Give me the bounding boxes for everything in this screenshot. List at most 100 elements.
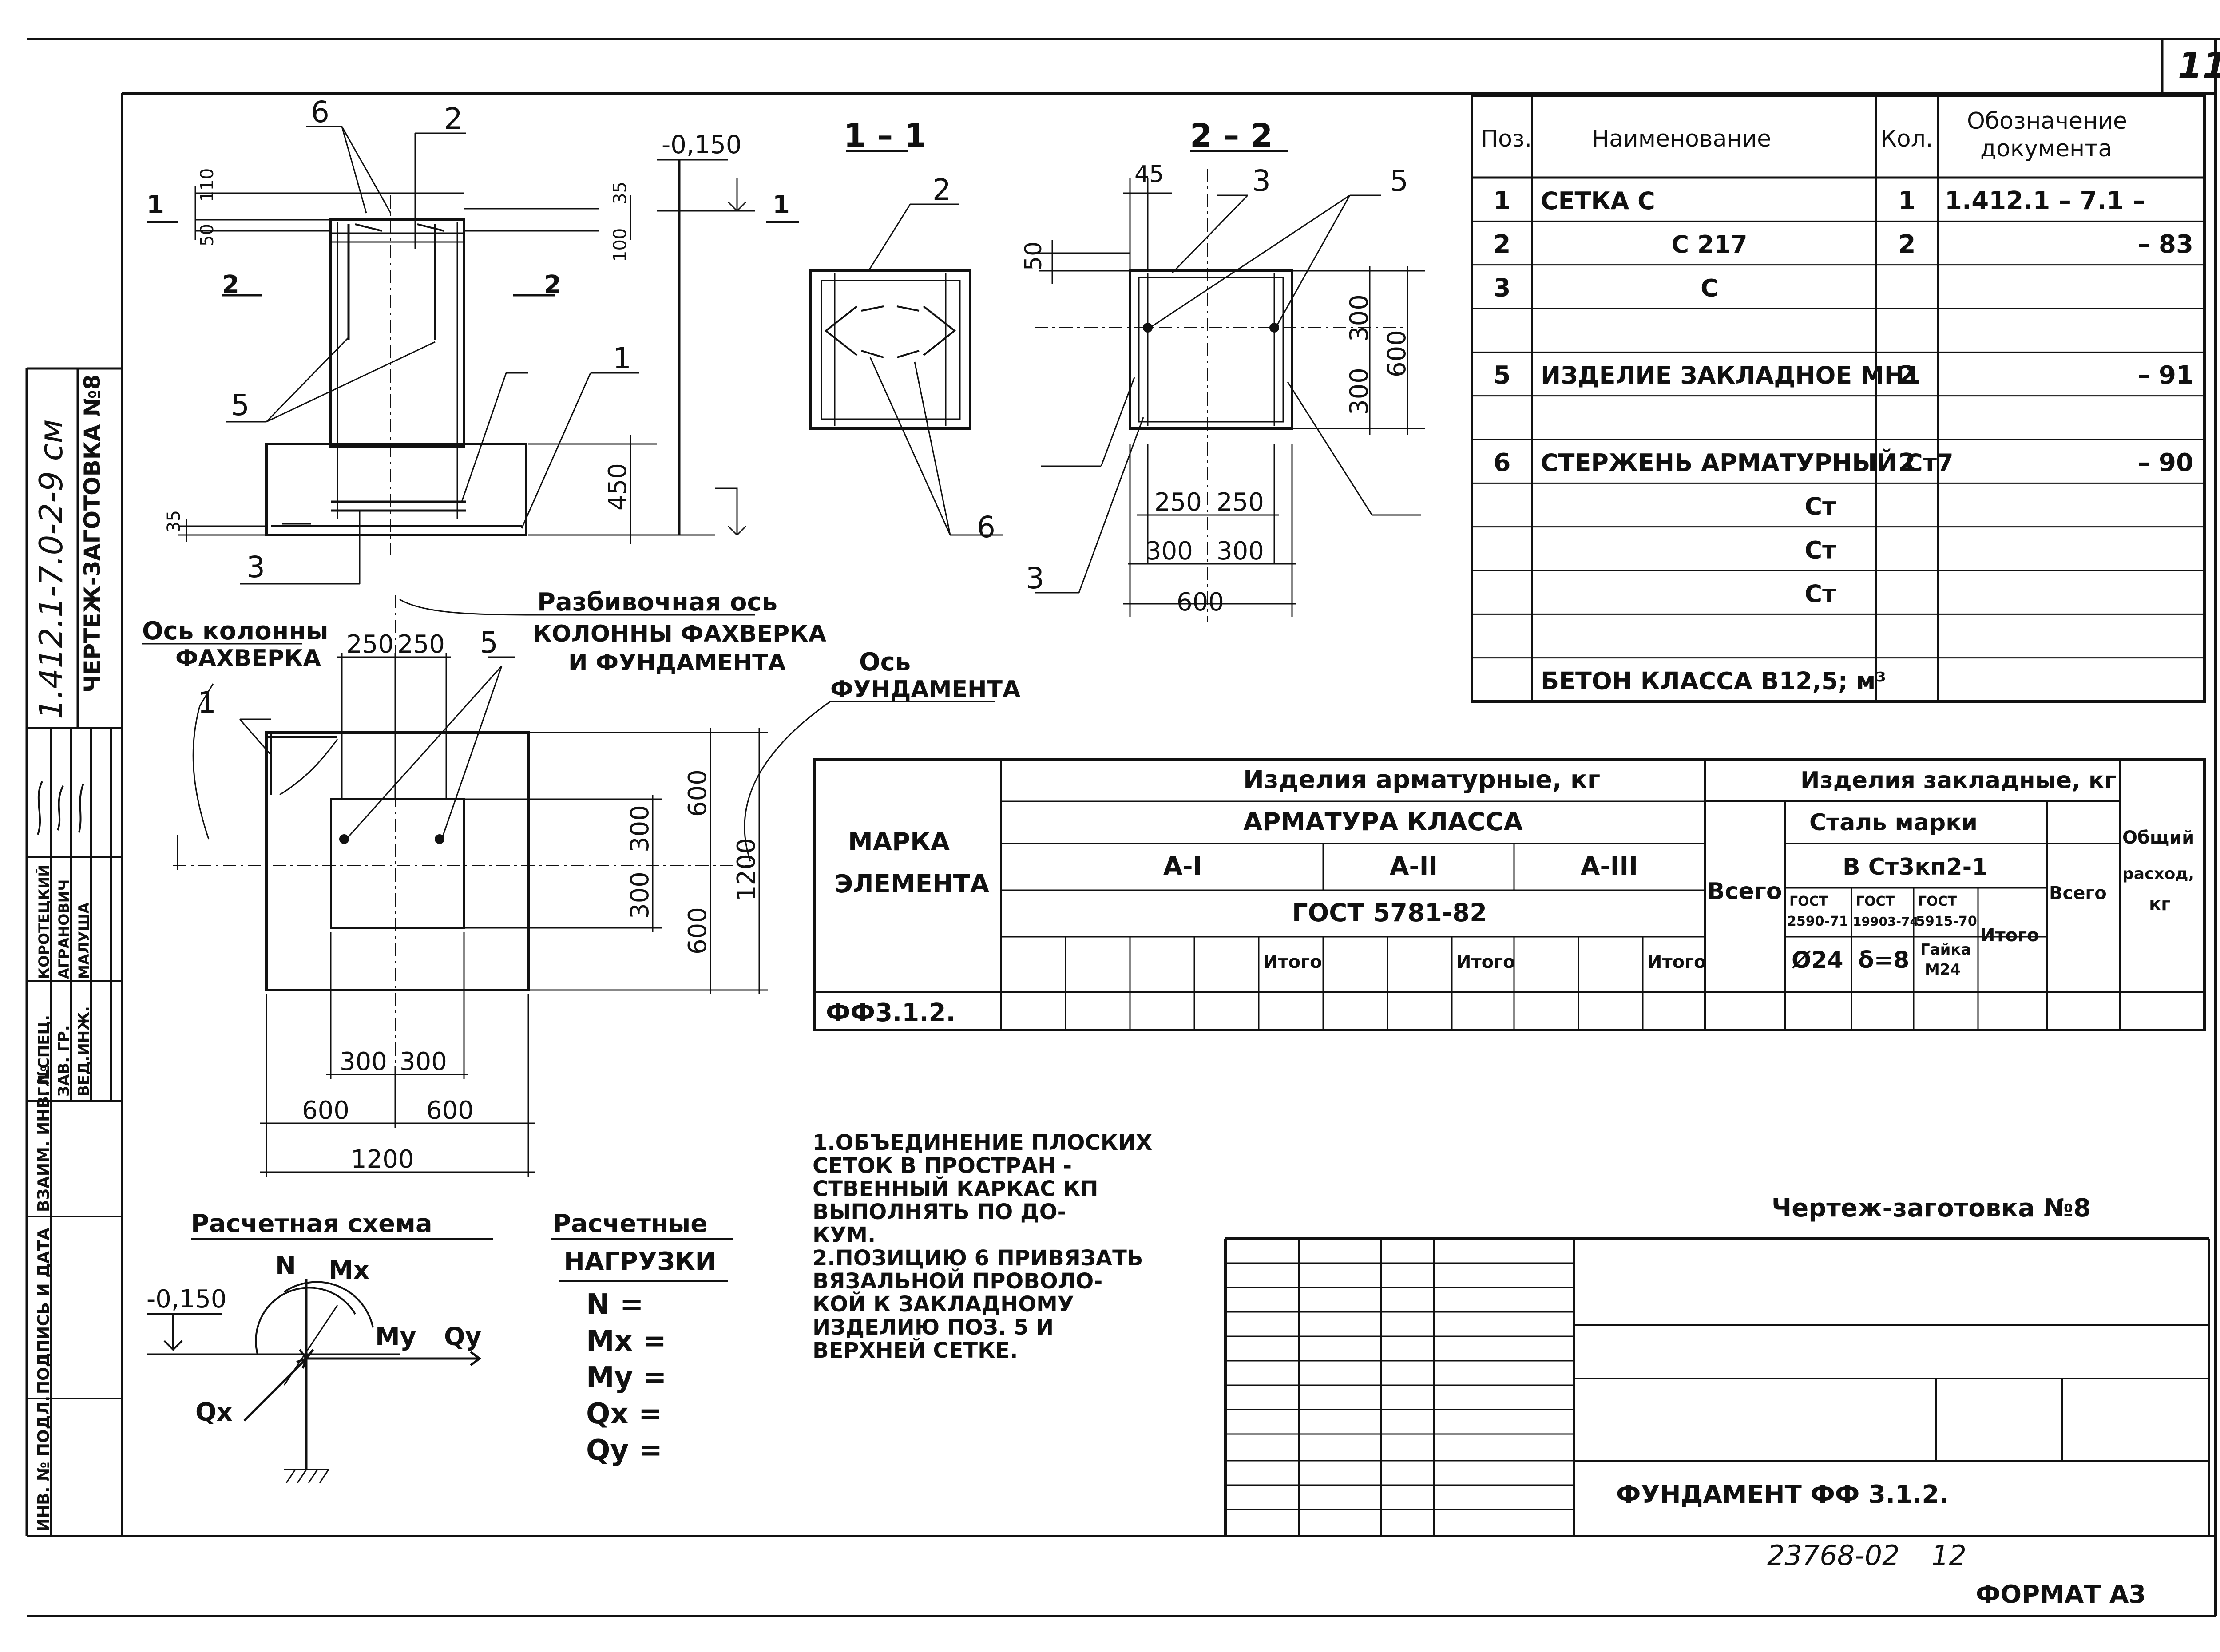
field-inventory-original: ИНВ. № ПОДЛ. xyxy=(35,1396,53,1532)
sec22-pos3-bottom: 3 xyxy=(1026,561,1044,595)
name-korotetsky: КОРОТЕЦКИЙ xyxy=(36,865,52,979)
section-1-1 xyxy=(809,150,1003,536)
role-lead: ВЕД.ИНЖ. xyxy=(75,1006,93,1097)
elev-pos3: 3 xyxy=(246,550,265,584)
load-item: Qy = xyxy=(586,1434,662,1467)
role-group: ЗАВ. ГР. xyxy=(55,1025,73,1097)
plan-dim-250-right: 250 xyxy=(397,630,445,659)
field-mutual-inventory: ВЗАИМ. ИНВ. № xyxy=(35,1066,53,1212)
elev-dim-35-bottom: 35 xyxy=(164,510,184,533)
spec-cell: С xyxy=(1701,274,1718,302)
elev-pos5: 5 xyxy=(231,388,250,422)
spec-cell: – 91 xyxy=(2138,361,2193,390)
steel-class-header: АРМАТУРА КЛАССА xyxy=(1243,808,1523,836)
plan-dim-300-left: 300 xyxy=(340,1047,387,1076)
scheme-level: -0,150 xyxy=(147,1285,227,1314)
field-signature-date: ПОДПИСЬ И ДАТА xyxy=(35,1228,53,1394)
left-margin-stamps xyxy=(25,367,122,1536)
plan-dim-1200-h: 1200 xyxy=(351,1145,414,1174)
elev-pos6: 6 xyxy=(311,95,329,129)
spec-header-doc-l1: Обозначение xyxy=(1967,108,2127,135)
spec-header-name: Наименование xyxy=(1592,126,1771,152)
spec-cell: СЕТКА С xyxy=(1541,187,1655,215)
format-label: ФОРМАТ А3 xyxy=(1976,1580,2146,1609)
sec22-dim-45: 45 xyxy=(1134,161,1164,188)
load-item: Qx = xyxy=(586,1398,662,1430)
note-line: ВЫПОЛНЯТЬ ПО ДО- xyxy=(813,1200,1066,1224)
steel-rebar-total: Всего xyxy=(1707,878,1782,905)
drawing-title: Чертеж-заготовка №8 xyxy=(1772,1194,2091,1223)
spec-table xyxy=(1471,94,2206,703)
name-malusha: МАЛУША xyxy=(75,903,92,979)
scheme-title: Расчетная схема xyxy=(191,1209,432,1238)
spec-cell: 2 xyxy=(1899,230,1916,259)
element-title: ФУНДАМЕНТ ФФ 3.1.2. xyxy=(1616,1480,1949,1509)
spec-cell: 1 xyxy=(1899,186,1916,215)
steel-subtotal-a1: Итого xyxy=(1263,952,1322,972)
plan-dim-300-top: 300 xyxy=(626,805,654,852)
steel-grade-header: Сталь марки xyxy=(1809,809,1978,836)
steel-gost-2590-l2: 2590-71 xyxy=(1787,914,1848,929)
sec22-dim-300-top: 300 xyxy=(1345,294,1374,342)
plan-dim-300-right: 300 xyxy=(400,1047,447,1076)
sec22-title: 2 – 2 xyxy=(1190,117,1273,154)
plan-dim-250-left: 250 xyxy=(346,630,394,659)
spec-cell: С 217 xyxy=(1671,230,1747,258)
note-line: СТВЕННЫЙ КАРКАС КП xyxy=(813,1176,1098,1201)
elev-cut1-right: 1 xyxy=(773,190,790,219)
plan-layout-axis-l1: Разбивочная ось xyxy=(537,588,777,617)
steel-size-nut-l2: М24 xyxy=(1925,961,1961,979)
plan-dim-1200-v: 1200 xyxy=(732,838,761,901)
elev-cut2-left: 2 xyxy=(222,270,239,299)
spec-cell: 3 xyxy=(1494,273,1511,302)
loads-title-l1: Расчетные xyxy=(553,1209,707,1238)
note-line: ВЯЗАЛЬНОЙ ПРОВОЛО- xyxy=(813,1268,1102,1294)
spec-header-qty: Кол. xyxy=(1880,126,1933,152)
spec-cell: 2 xyxy=(1899,448,1916,477)
steel-general-l2: расход, xyxy=(2122,865,2194,883)
scheme-My: My xyxy=(375,1323,416,1351)
steel-table xyxy=(813,758,2206,1031)
inventory-code: 23768-02 xyxy=(1767,1539,1900,1572)
spec-cell: – 90 xyxy=(2138,448,2193,477)
sec11-pos2: 2 xyxy=(932,173,951,207)
note-line: 1.ОБЪЕДИНЕНИЕ ПЛОСКИХ xyxy=(813,1130,1152,1155)
steel-general-l3: кг xyxy=(2149,894,2170,915)
spec-cell: Ст xyxy=(1805,536,1837,564)
steel-mark-l1: МАРКА xyxy=(848,828,950,856)
elev-dim-110: 110 xyxy=(197,168,218,202)
title-block xyxy=(1224,1237,2210,1536)
loads-title-l2: НАГРУЗКИ xyxy=(564,1247,716,1276)
scheme-Qx: Qx xyxy=(195,1398,233,1427)
spec-cell: БЕТОН КЛАССА В12,5; м³ xyxy=(1541,667,1886,695)
plan-pos1: 1 xyxy=(198,685,216,720)
spec-cell: – 83 xyxy=(2138,230,2193,259)
elev-cut1-left: 1 xyxy=(147,190,164,219)
steel-gost-19903-l1: ГОСТ xyxy=(1856,894,1895,909)
sec22-dim-300-left: 300 xyxy=(1146,537,1193,566)
spec-header-doc-l2: документа xyxy=(1980,135,2112,162)
steel-size-nut-l1: Гайка xyxy=(1920,941,1971,959)
sec22-dim-250-left: 250 xyxy=(1154,488,1202,517)
page-number: 11 xyxy=(2178,45,2220,86)
loads xyxy=(551,1238,733,1282)
steel-gost-2590-l1: ГОСТ xyxy=(1789,894,1828,909)
plan-dim-300-bottom: 300 xyxy=(626,872,654,919)
elevation-view xyxy=(147,126,799,585)
sec22-dim-300-right: 300 xyxy=(1217,537,1264,566)
steel-element: ФФ3.1.2. xyxy=(826,998,955,1027)
elev-dim-450: 450 xyxy=(603,463,632,511)
sec22-dim-250-right: 250 xyxy=(1217,488,1264,517)
elev-dim-100: 100 xyxy=(610,228,630,262)
spec-cell: 2 xyxy=(1494,230,1511,259)
plan-column-axis-l1: Ось колонны xyxy=(142,617,329,646)
spec-cell: 1 xyxy=(1494,186,1511,215)
load-item: My = xyxy=(586,1361,666,1394)
stamp-title: ЧЕРТЕЖ-ЗАГОТОВКА №8 xyxy=(79,374,105,693)
spec-header-doc: Обозначение документа xyxy=(1967,108,2134,162)
spec-cell: 5 xyxy=(1494,361,1511,390)
sec22-dim-50: 50 xyxy=(1020,242,1047,271)
